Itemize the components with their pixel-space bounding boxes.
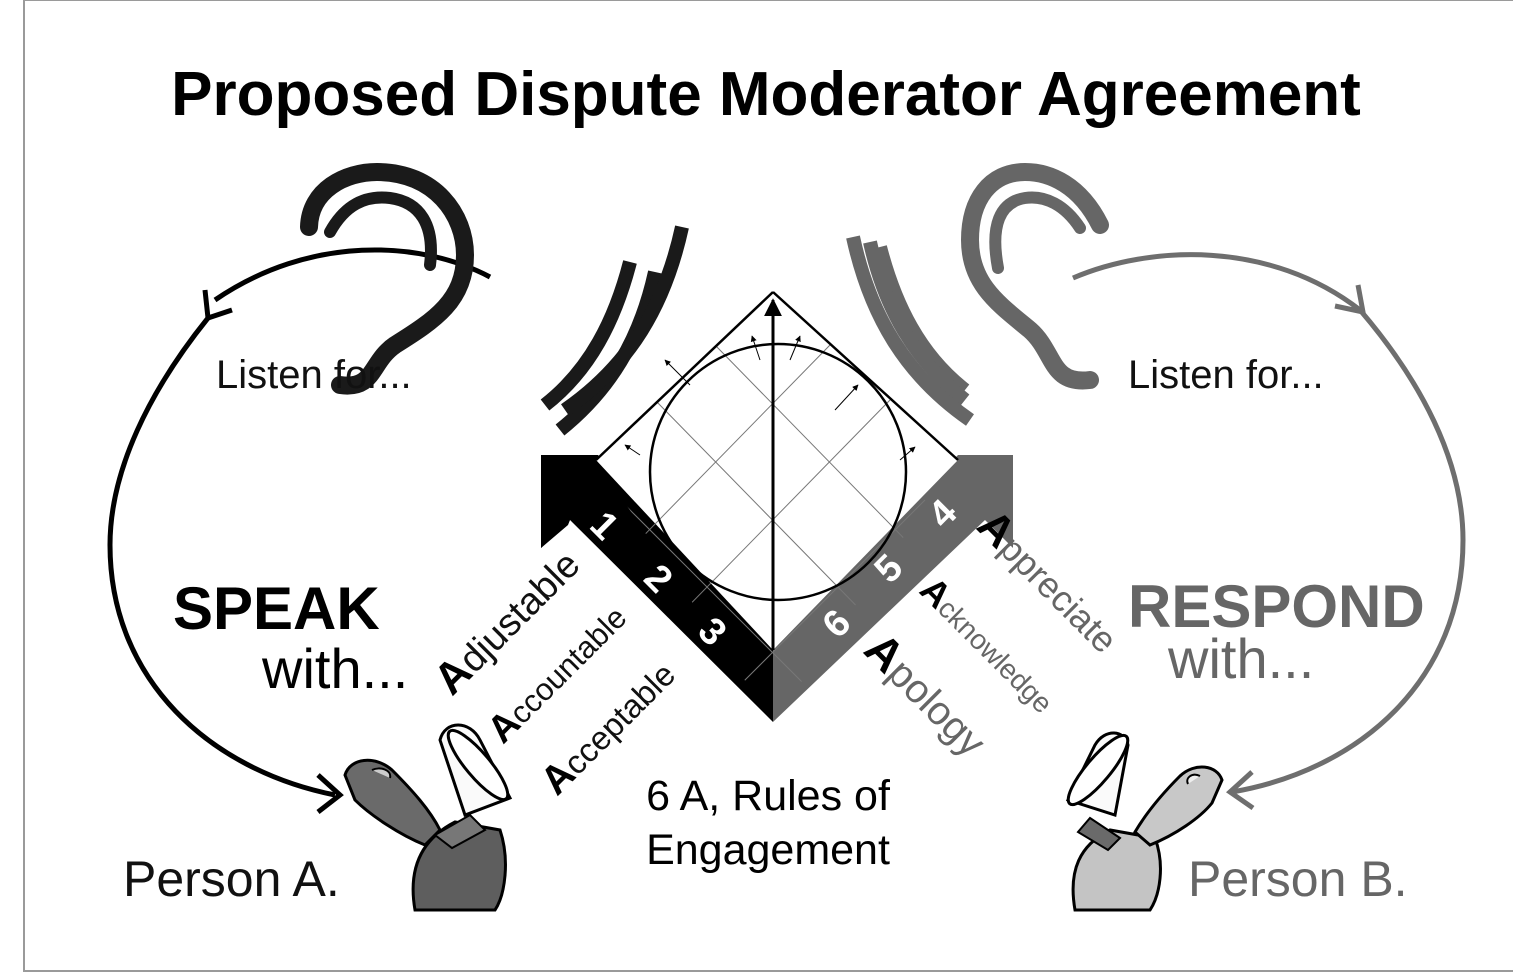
left-arrowhead-bottom <box>316 773 344 814</box>
left-cycle-arrow <box>107 247 492 814</box>
left-ear-icon <box>300 162 689 436</box>
person-a-label: Person A. <box>123 851 340 907</box>
engagement-diamond-icon <box>595 291 959 701</box>
rules-caption-line2: Engagement <box>646 826 890 874</box>
right-with-label: with... <box>1167 627 1314 690</box>
left-with-label: with... <box>261 637 408 700</box>
left-listen-label: Listen for... <box>216 353 412 397</box>
person-b-megaphone-icon <box>1065 731 1224 912</box>
right-cycle-arrow <box>1072 252 1466 811</box>
rules-caption-line1: 6 A, Rules of <box>646 772 891 820</box>
right-listen-label: Listen for... <box>1128 353 1324 397</box>
right-ear-icon <box>846 162 1109 426</box>
left-rules-band <box>541 455 773 722</box>
person-a-megaphone-icon <box>343 723 513 912</box>
right-arrowhead-bottom <box>1225 770 1255 811</box>
person-b-label: Person B. <box>1188 851 1408 907</box>
speak-label: SPEAK <box>173 575 380 642</box>
respond-label: RESPOND <box>1128 573 1425 640</box>
page-title: Proposed Dispute Moderator Agreement <box>171 60 1361 129</box>
right-rules-band <box>773 455 1013 722</box>
